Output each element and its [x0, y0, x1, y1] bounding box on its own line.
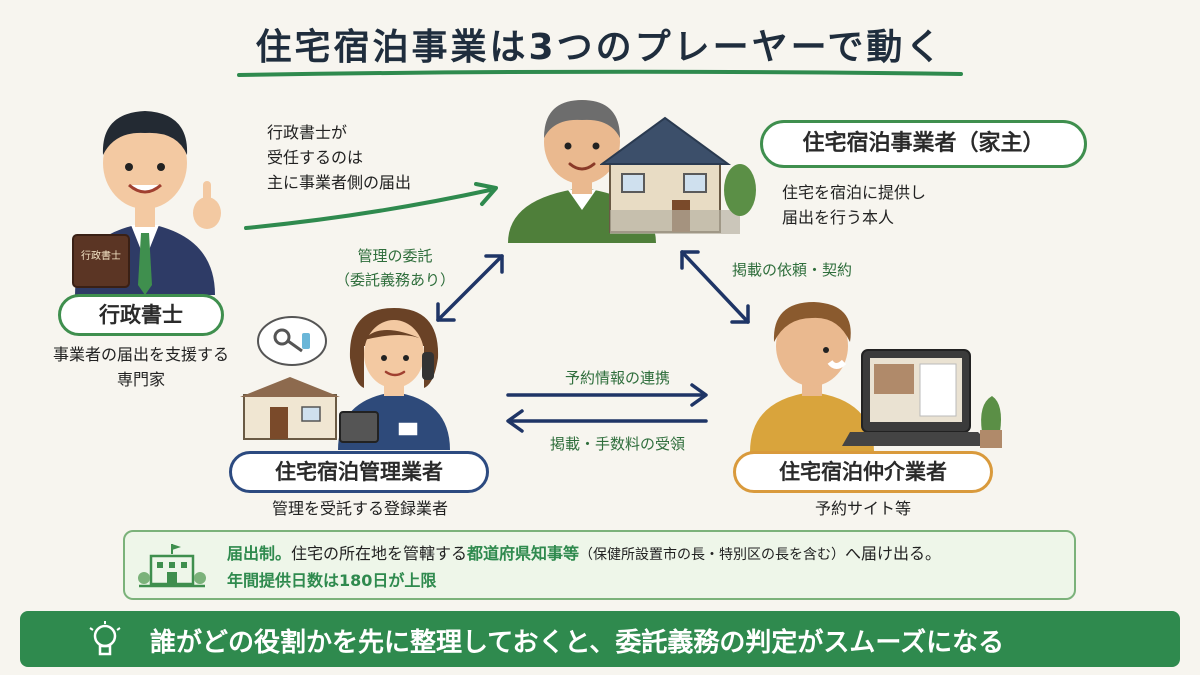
owner-manager-arrow [436, 254, 504, 322]
broker-description: 予約サイト等 [814, 499, 911, 518]
broker-to-manager-label: 掲載・手数料の受領 [549, 435, 685, 453]
gyosei-shoshi-illustration: 行政書士 [72, 111, 221, 295]
manager-label: 住宅宿泊管理業者 [229, 451, 489, 493]
owner-label: 住宅宿泊事業者（家主） [760, 120, 1087, 168]
day-limit-text: 年間提供日数は180日が上限 [227, 571, 437, 590]
broker-label: 住宅宿泊仲介業者 [733, 451, 993, 493]
title-underline [237, 69, 963, 77]
owner-description: 住宅を宿泊に提供し 届出を行う本人 [782, 183, 927, 227]
manager-broker-arrows [506, 383, 708, 433]
page-title: 住宅宿泊事業は3つのプレーヤーで動く [255, 27, 945, 68]
notification-info-box: 届出制。住宅の所在地を管轄する都道府県知事等（保健所設置市の長・特別区の長を含む… [123, 530, 1076, 600]
manager-to-broker-label: 予約情報の連携 [564, 369, 670, 387]
notification-text: 届出制。住宅の所在地を管轄する都道府県知事等（保健所設置市の長・特別区の長を含む… [227, 541, 1067, 594]
gyosei-shoshi-description: 事業者の届出を支援する 専門家 [52, 345, 229, 389]
manager-house-illustration [240, 316, 340, 440]
broker-illustration [750, 302, 1002, 452]
gyosei-shoshi-label: 行政書士 [58, 294, 224, 336]
manager-illustration [338, 308, 450, 450]
government-building-icon [138, 544, 206, 588]
gyosei-to-owner-arrow [244, 182, 498, 230]
manager-description: 管理を受託する登録業者 [271, 499, 448, 518]
house-icon [600, 116, 756, 234]
gyosei-note: 行政書士が 受任するのは 主に事業者側の届出 [267, 123, 412, 192]
summary-banner-text: 誰がどの役割かを先に整理しておくと、委託義務の判定がスムーズになる [150, 628, 1005, 658]
summary-banner: 誰がどの役割かを先に整理しておくと、委託義務の判定がスムーズになる [20, 611, 1180, 667]
owner-broker-relation-label: 掲載の依頼・契約 [732, 261, 853, 279]
owner-broker-arrow [680, 250, 750, 324]
lightbulb-icon [89, 621, 121, 656]
owner-manager-relation-label: 管理の委託 （委託義務あり） [334, 247, 455, 289]
book-label: 行政書士 [81, 249, 121, 262]
